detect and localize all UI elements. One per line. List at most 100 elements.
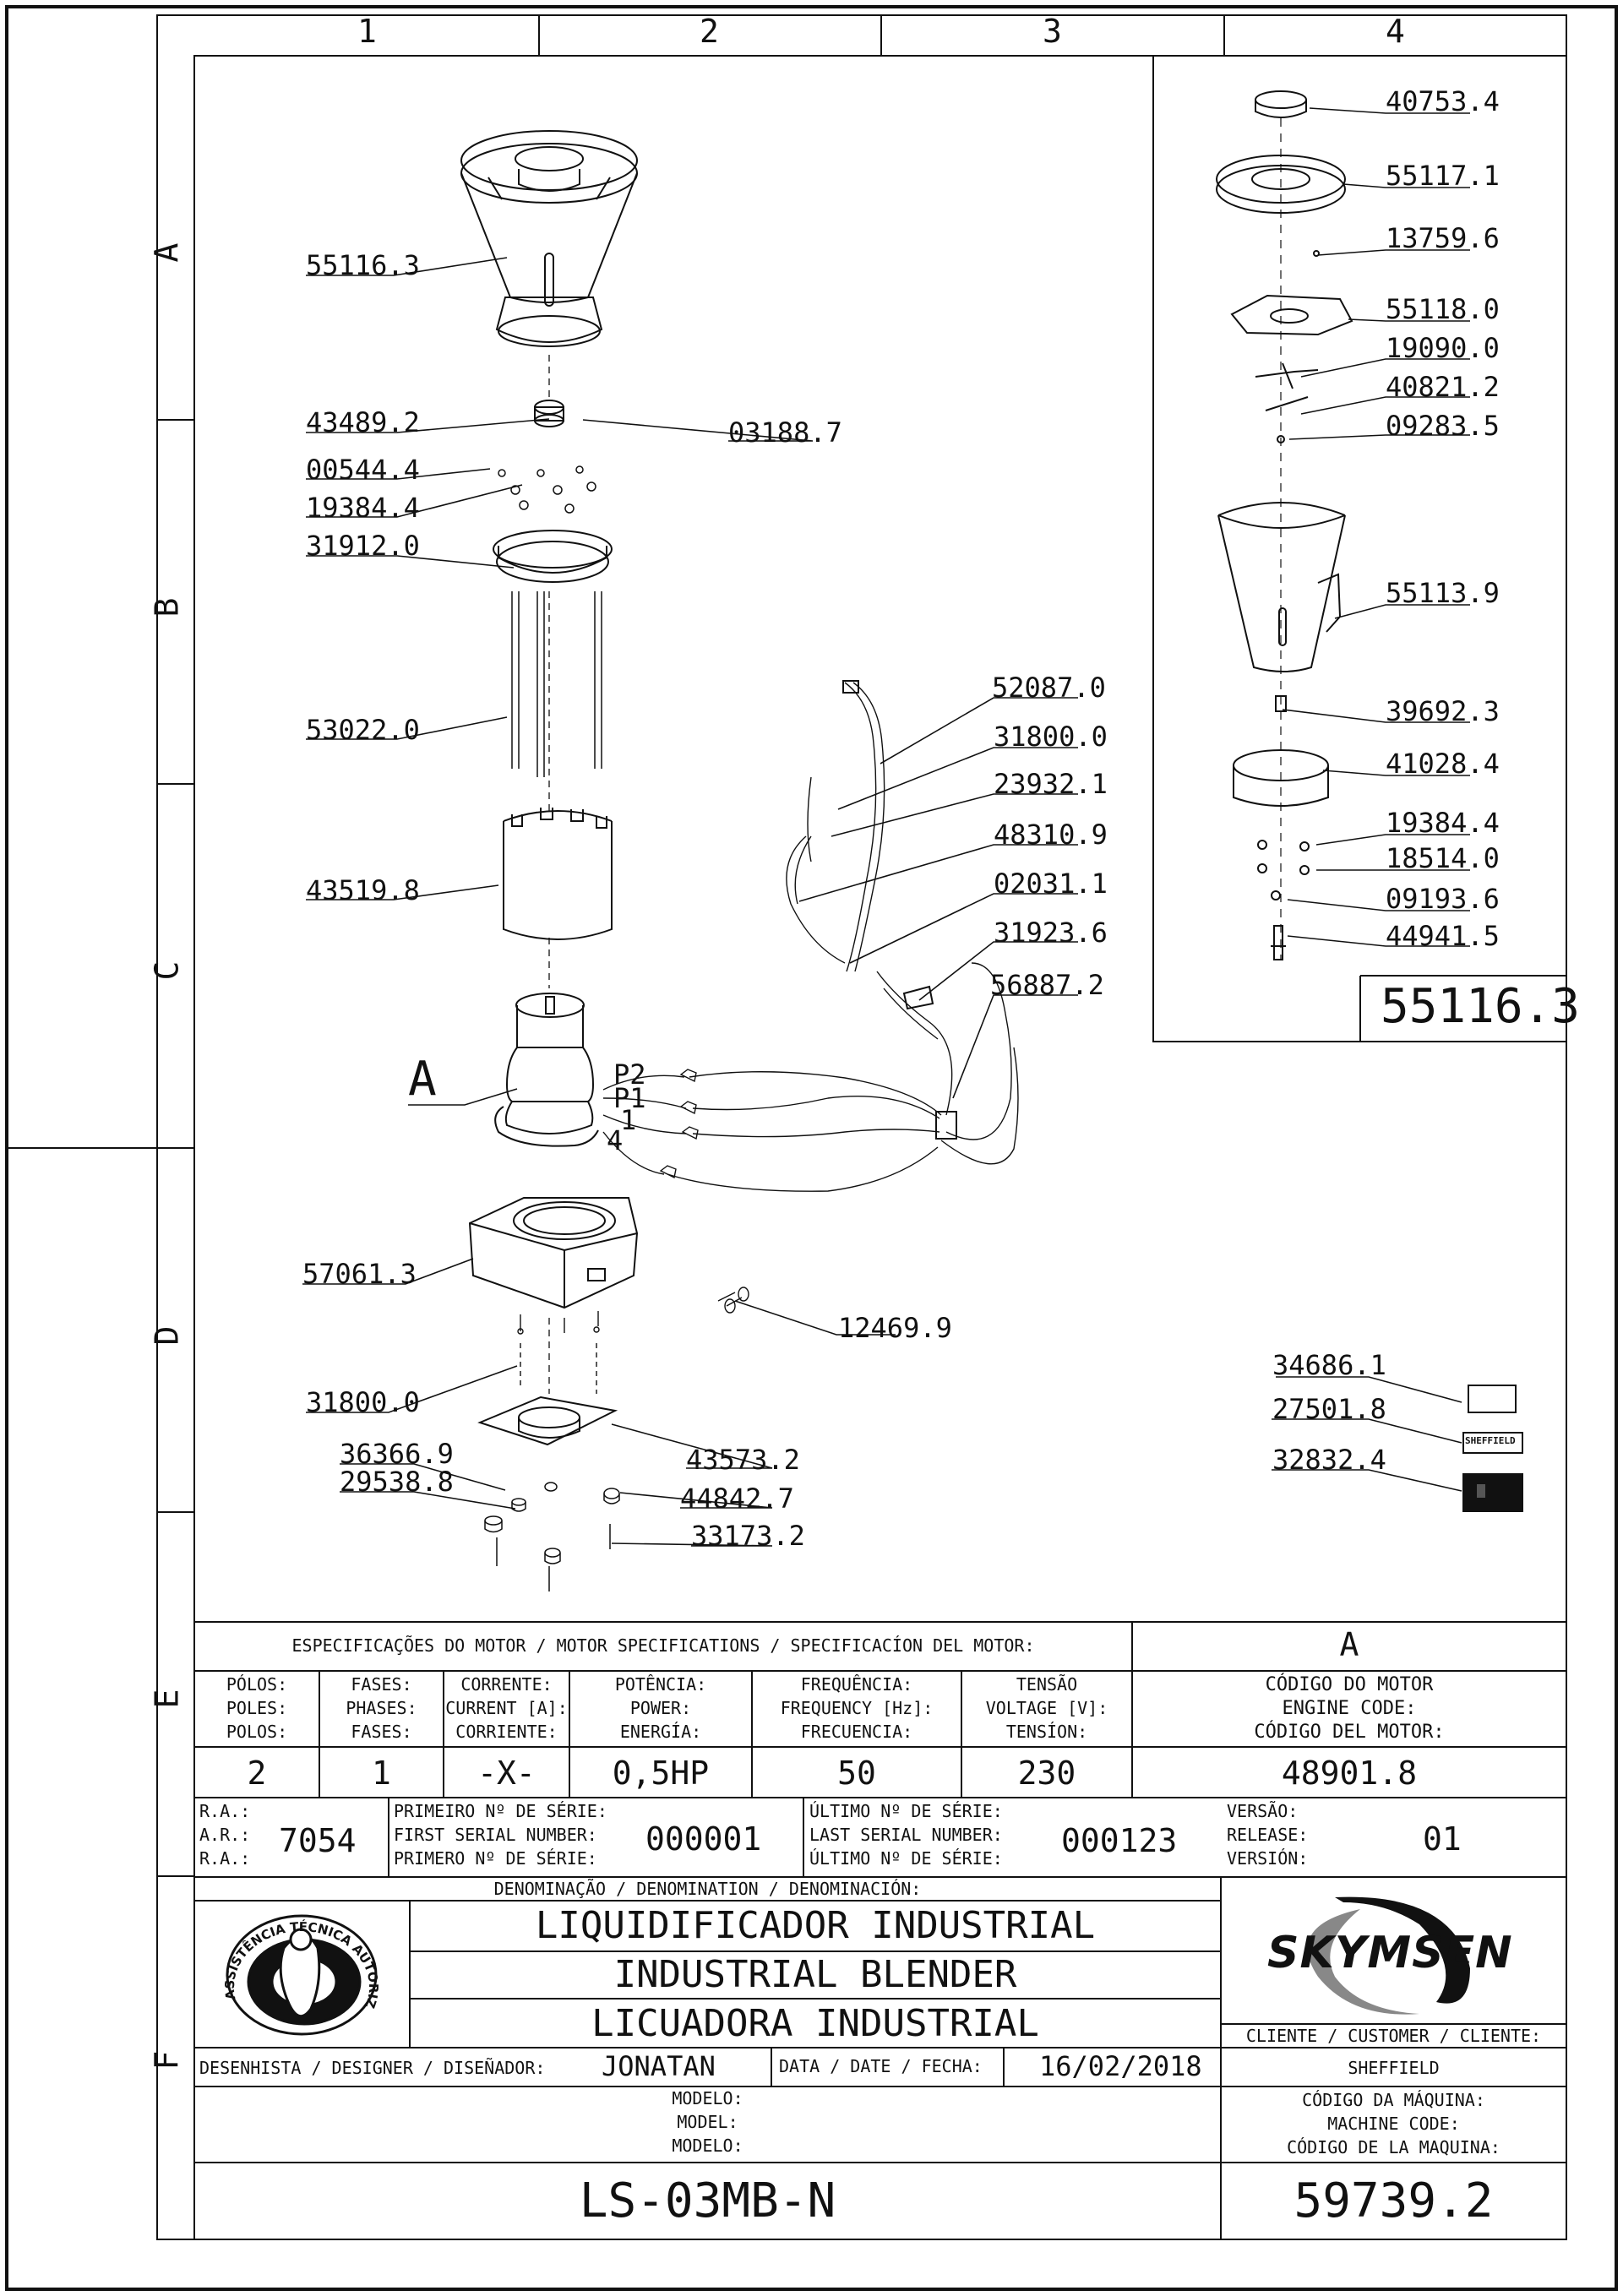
grid-row-b: B — [148, 597, 186, 618]
wire-label-1: 1 — [620, 1104, 637, 1136]
grid-row-f: F — [148, 2050, 186, 2070]
version-label-es: VERSIÓN: — [1227, 1848, 1309, 1869]
motor-spec-value: 0,5HP — [612, 1755, 710, 1792]
motor-spec-label: CORRIENTE: — [455, 1722, 558, 1742]
motor-spec-label: POTÊNCIA: — [614, 1674, 707, 1695]
authorized-seal-graphic — [226, 1914, 378, 2036]
callout-12469-9: 12469.9 — [838, 1312, 952, 1344]
grid-row-a: A — [148, 242, 186, 263]
grid-row-c: C — [148, 960, 186, 981]
denomination-en: INDUSTRIAL BLENDER — [613, 1953, 1017, 1996]
callout-31912-0: 31912.0 — [306, 530, 420, 562]
motor-spec-value: 230 — [1017, 1755, 1076, 1792]
motor-spec-value: -X- — [477, 1755, 536, 1792]
machine-code-label-pt: CÓDIGO DA MÁQUINA: — [1302, 2090, 1485, 2110]
grid-column-3: 3 — [1043, 13, 1062, 50]
model-value: LS-03MB-N — [579, 2174, 836, 2228]
detail-callout: 55117.1 — [1386, 160, 1500, 192]
model-label-es: MODELO: — [672, 2135, 743, 2156]
grid-column-1: 1 — [357, 13, 377, 50]
motor-code-label-en: ENGINE CODE: — [1282, 1698, 1417, 1719]
callout-31923-6: 31923.6 — [994, 917, 1108, 949]
wire-label-4: 4 — [607, 1124, 624, 1156]
callout-00544-4: 00544.4 — [306, 454, 420, 486]
callout-19384-4: 19384.4 — [306, 492, 420, 524]
motor-spec-heading: ESPECIFICAÇÕES DO MOTOR / MOTOR SPECIFIC… — [291, 1635, 1035, 1656]
detail-callout: 55113.9 — [1386, 577, 1500, 609]
motor-code-label-pt: CÓDIGO DO MOTOR — [1265, 1674, 1434, 1695]
grid-row-e: E — [148, 1689, 186, 1709]
ra-label-2: R.A.: — [199, 1848, 251, 1869]
first-serial-label-en: FIRST SERIAL NUMBER: — [394, 1825, 597, 1845]
detail-callout: 40821.2 — [1386, 371, 1500, 403]
machine-code-label-en: MACHINE CODE: — [1327, 2114, 1460, 2134]
callout-57061-3: 57061.3 — [302, 1258, 417, 1290]
callout-36366-9: 36366.9 — [340, 1438, 454, 1470]
callout-27501-8: 27501.8 — [1272, 1393, 1386, 1425]
motor-spec-label: FRECUENCIA: — [800, 1722, 913, 1742]
detail-assembly-code: 55116.3 — [1381, 979, 1581, 1034]
detail-callout: 44941.5 — [1386, 920, 1500, 952]
callout-03188-7: 03188.7 — [728, 416, 842, 449]
callout-33173-2: 33173.2 — [691, 1520, 805, 1552]
callout-43489-2: 43489.2 — [306, 406, 420, 438]
detail-callout: 55118.0 — [1386, 293, 1500, 325]
motor-code-value: 48901.8 — [1281, 1755, 1418, 1792]
callout-44842-7: 44842.7 — [680, 1483, 794, 1515]
ra-value: 7054 — [279, 1822, 357, 1859]
motor-spec-label: FASES: — [351, 1722, 412, 1742]
customer-value: SHEFFIELD — [1348, 2058, 1440, 2078]
motor-spec-label: TENSÃO — [1016, 1674, 1078, 1695]
motor-spec-value: 1 — [372, 1755, 391, 1792]
callout-02031-1: 02031.1 — [994, 868, 1108, 900]
callout-32832-4: 32832.4 — [1272, 1444, 1386, 1476]
machine-code-value: 59739.2 — [1293, 2174, 1494, 2228]
last-serial-label-pt: ÚLTIMO Nº DE SÉRIE: — [809, 1801, 1003, 1821]
motor-spec-label: ENERGÍA: — [619, 1722, 702, 1742]
authorized-seal-text: ASSISTÊNCIA TÉCNICA AUTORIZADA — [221, 1902, 381, 2010]
denomination-heading: DENOMINAÇÃO / DENOMINATION / DENOMINACIÓ… — [493, 1879, 922, 1899]
date-label: DATA / DATE / FECHA: — [779, 2056, 983, 2076]
callout-53022-0: 53022.0 — [306, 714, 420, 746]
detail-callout: 19384.4 — [1386, 807, 1500, 839]
callout-34686-1: 34686.1 — [1272, 1349, 1386, 1381]
detail-callout: 18514.0 — [1386, 842, 1500, 874]
detail-callout: 19090.0 — [1386, 332, 1500, 364]
denomination-es: LICUADORA INDUSTRIAL — [591, 2002, 1039, 2045]
first-serial-label-es: PRIMERO Nº DE SÉRIE: — [394, 1848, 597, 1869]
motor-spec-label: FREQUÊNCIA: — [800, 1674, 913, 1695]
callout-55116-3: 55116.3 — [306, 249, 420, 281]
motor-spec-label: FREQUENCY [Hz]: — [780, 1698, 934, 1718]
motor-spec-label: POLES: — [226, 1698, 288, 1718]
callout-43519-8: 43519.8 — [306, 874, 420, 906]
callout-52087-0: 52087.0 — [992, 672, 1106, 704]
wire-label-p2: P2 — [613, 1058, 646, 1091]
motor-spec-label: CURRENT [A]: — [445, 1698, 568, 1718]
first-serial-value: 000001 — [645, 1820, 762, 1858]
motor-spec-value: 50 — [837, 1755, 876, 1792]
version-label-pt: VERSÃO: — [1227, 1801, 1299, 1821]
callout-56887-2: 56887.2 — [990, 969, 1104, 1001]
model-label-pt: MODELO: — [672, 2088, 743, 2108]
date-value: 16/02/2018 — [1039, 2050, 1202, 2082]
detail-callout: 40753.4 — [1386, 85, 1500, 117]
motor-spec-label: PHASES: — [346, 1698, 417, 1718]
motor-code-label-es: CÓDIGO DEL MOTOR: — [1254, 1722, 1445, 1743]
callout-motor-a: A — [408, 1052, 437, 1107]
motor-spec-label: POLOS: — [226, 1722, 288, 1742]
motor-spec-label: POWER: — [629, 1698, 692, 1718]
sheffield-decal-text: SHEFFIELD — [1465, 1435, 1516, 1446]
motor-spec-label: FASES: — [351, 1674, 412, 1695]
svg-text:ASSISTÊNCIA TÉCNICA AUTORIZADA: ASSISTÊNCIA TÉCNICA AUTORIZADA — [221, 1902, 381, 2010]
motor-spec-value: 2 — [247, 1755, 267, 1792]
machine-code-label-es: CÓDIGO DE LA MAQUINA: — [1287, 2137, 1500, 2157]
version-label-en: RELEASE: — [1227, 1825, 1309, 1845]
ra-label-1: R.A.: — [199, 1801, 251, 1821]
detail-callout: 09283.5 — [1386, 410, 1500, 442]
callout-48310-9: 48310.9 — [994, 819, 1108, 851]
grid-row-d: D — [148, 1325, 186, 1346]
callout-29538-8: 29538.8 — [340, 1466, 454, 1498]
motor-spec-label: VOLTAGE [V]: — [985, 1698, 1108, 1718]
grid-column-4: 4 — [1386, 13, 1405, 50]
